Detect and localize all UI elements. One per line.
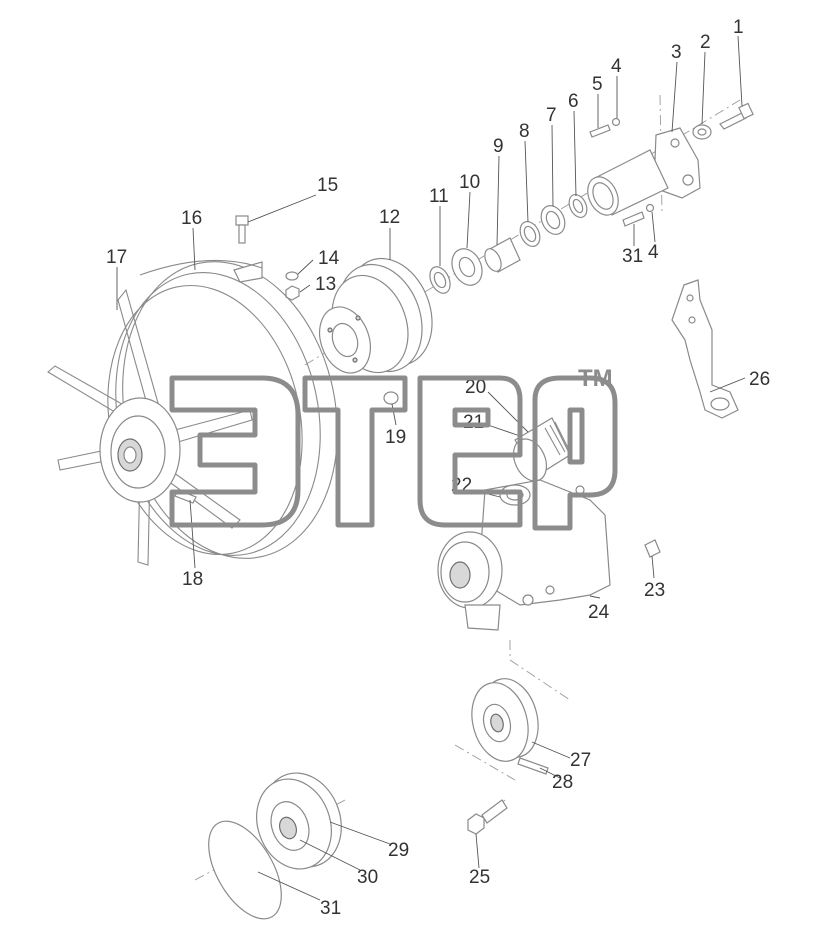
callout-12: 12 (379, 207, 400, 228)
callout-26: 26 (749, 369, 770, 390)
callout-28: 28 (552, 772, 573, 793)
callout-24: 24 (588, 602, 610, 623)
callout-27: 27 (570, 750, 591, 771)
bolt-part-15 (235, 215, 249, 244)
callout-20: 20 (465, 377, 486, 398)
pulley-part-27 (471, 678, 539, 762)
leader-lines (116, 35, 746, 901)
callout-7: 7 (546, 105, 557, 126)
callout-23: 23 (644, 580, 665, 601)
washer-part-4-top (611, 117, 621, 127)
pulley-hub-part-12 (319, 257, 433, 374)
bearing-part-7 (540, 205, 566, 235)
ring-part-8 (519, 221, 541, 247)
seal-part-11 (429, 266, 451, 294)
callout-19: 19 (385, 427, 406, 448)
callout-30: 30 (357, 867, 378, 888)
callout-10: 10 (459, 172, 480, 193)
watermark-logo: TM (169, 365, 618, 531)
nut-part-14 (285, 271, 299, 281)
callout-9: 9 (493, 136, 504, 157)
callout-11: 11 (429, 186, 449, 207)
bolt-part-25 (467, 799, 508, 835)
spacer-part-9 (484, 237, 521, 273)
seal-part-6 (568, 194, 588, 218)
fan-part-17 (47, 288, 253, 566)
callout-25: 25 (469, 867, 490, 888)
bolt-part-31-top (622, 211, 645, 227)
callout-29: 29 (388, 840, 409, 861)
pulley-part-30 (270, 801, 310, 851)
cover-disc-part-31 (208, 820, 282, 920)
key-part-28 (517, 757, 549, 775)
washer-part-2 (692, 124, 712, 140)
callout-2: 2 (700, 32, 711, 53)
callout-8: 8 (519, 121, 530, 142)
callout-5: 5 (592, 74, 603, 95)
callout-15: 15 (317, 175, 338, 196)
callout-31-bottom: 31 (320, 898, 341, 919)
callout-4-bottom: 4 (648, 242, 659, 263)
callout-18: 18 (182, 569, 203, 590)
callout-16: 16 (181, 208, 202, 229)
plug-part-23 (644, 539, 661, 558)
callout-6: 6 (568, 91, 579, 112)
callout-17: 17 (106, 247, 127, 268)
spacer-sleeve-part (587, 149, 669, 216)
thermostat-housing-parts-20-22 (512, 417, 571, 482)
callout-3: 3 (671, 42, 682, 63)
water-pump-body-part-24 (437, 479, 611, 631)
nut-part-13 (285, 285, 300, 301)
callout-14: 14 (318, 248, 340, 269)
watermark-tm: TM (578, 365, 613, 392)
plug-part-19 (383, 391, 399, 405)
callout-13: 13 (315, 274, 336, 295)
callout-31-top: 31 (622, 246, 643, 267)
bearing-part-10 (451, 248, 483, 286)
callout-1: 1 (733, 17, 744, 38)
washer-part-4-bottom (645, 203, 655, 213)
callout-labels: 1 2 3 4 5 6 7 8 9 10 11 12 13 14 15 16 1… (106, 17, 770, 919)
bolt-part-1 (719, 102, 754, 130)
callout-4-top: 4 (611, 56, 622, 77)
bracket-part-26 (671, 279, 739, 419)
bolt-part-5 (589, 124, 611, 138)
